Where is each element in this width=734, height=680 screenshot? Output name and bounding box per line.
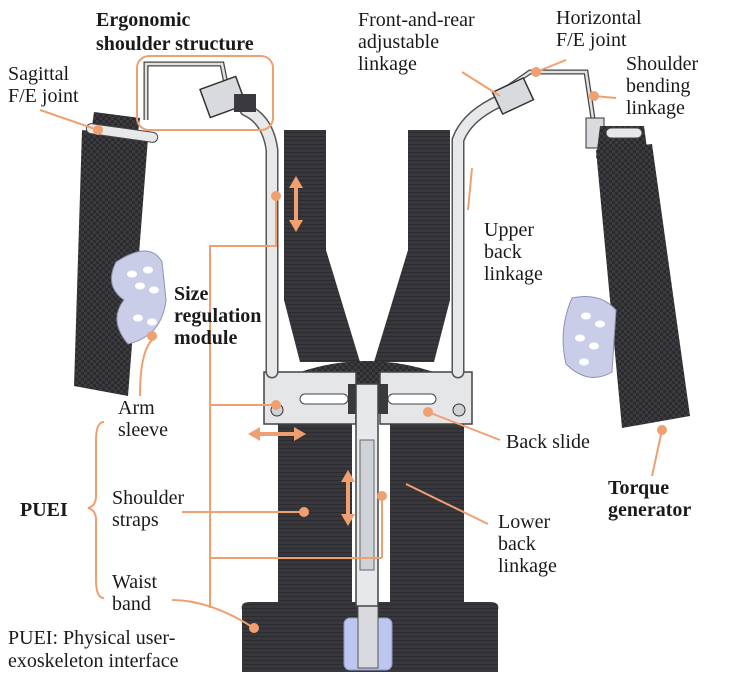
- dot-waist-band: [249, 623, 259, 633]
- right-slot: [387, 393, 437, 405]
- label-shoulder-bending: Shoulder bending linkage: [626, 53, 703, 119]
- right-sleeve-body: [562, 296, 617, 378]
- sleeve-hole: [133, 314, 143, 322]
- dot-shoulder-straps: [299, 507, 309, 517]
- left-arm-sleeve: [111, 250, 167, 345]
- annotation-lines: [39, 55, 663, 629]
- left-shoulder-structure: [143, 61, 256, 120]
- lower-back-linkage-end: [357, 605, 379, 669]
- dot-back-slide: [423, 407, 433, 417]
- sleeve-hole: [575, 334, 585, 342]
- sleeve-hole: [143, 266, 153, 274]
- shoulder-straps: [278, 130, 464, 610]
- left-tube: [241, 105, 277, 377]
- dot-size-regulation-top: [271, 191, 281, 201]
- horizontal-leader: [535, 59, 567, 73]
- label-shoulder-straps: Shoulder straps: [112, 487, 189, 531]
- label-upper-back: Upper back linkage: [484, 219, 543, 285]
- sleeve-hole: [135, 282, 145, 290]
- left-sagittal-pin: [85, 123, 159, 143]
- dot-sagittal: [93, 125, 103, 135]
- puei-brace: [87, 421, 105, 599]
- left-horizontal-linkage-inner: [144, 62, 228, 120]
- right-generator-body: [596, 144, 690, 428]
- label-puei-definition: PUEI: Physical user- exoskeleton interfa…: [8, 627, 180, 672]
- sleeve-hole: [127, 270, 137, 278]
- lower-linkage-inner: [359, 439, 375, 571]
- dot-shoulder-bending: [589, 91, 599, 101]
- right-shoulder-structure: [491, 69, 605, 149]
- labels: Ergonomic shoulder structure Sagittal F/…: [8, 7, 703, 672]
- lower-back-linkage: [355, 383, 379, 607]
- vertical-arrow-upper-head-bottom: [289, 220, 303, 232]
- upper-back-leader: [467, 167, 473, 211]
- label-waist-band: Waist band: [112, 571, 162, 615]
- annotation-dots: [93, 67, 667, 633]
- ergonomic-highlight-box: [136, 55, 274, 131]
- dot-horizontal: [531, 67, 541, 77]
- arm-sleeve-leader: [139, 339, 153, 397]
- lower-back-leader: [405, 483, 489, 525]
- sleeve-hole: [579, 358, 589, 366]
- front-rear-leader: [461, 71, 501, 97]
- sleeve-hole: [581, 312, 591, 320]
- back-slide-assembly: [263, 361, 473, 425]
- vertical-arrow-lower-head-top: [341, 470, 355, 482]
- right-joint-block: [491, 76, 535, 116]
- right-arm-sleeve: [562, 296, 617, 378]
- right-bolt: [452, 403, 466, 417]
- vertical-arrow-upper-head-top: [289, 176, 303, 188]
- horizontal-arrow-head-right: [294, 427, 306, 441]
- label-front-rear: Front-and-rear adjustable linkage: [358, 9, 480, 75]
- label-back-slide: Back slide: [506, 431, 590, 453]
- dot-size-regulation-low: [377, 491, 387, 501]
- left-slot: [299, 393, 349, 405]
- label-horizontal: Horizontal F/E joint: [556, 7, 647, 51]
- vertical-arrow-lower-head-bottom: [341, 514, 355, 526]
- back-slide-leader: [427, 411, 501, 441]
- right-sagittal-pin: [605, 127, 643, 139]
- left-lower-strap: [278, 420, 352, 610]
- sagittal-leader: [39, 109, 99, 131]
- label-puei: PUEI: [20, 499, 68, 521]
- left-upper-strap: [284, 130, 360, 362]
- label-lower-back: Lower back linkage: [498, 511, 557, 577]
- label-arm-sleeve: Arm sleeve: [118, 397, 168, 441]
- dot-torque-generator: [657, 425, 667, 435]
- sleeve-hole: [147, 318, 157, 326]
- right-torque-generator: [596, 126, 690, 428]
- size-regulation-bracket: [209, 196, 277, 608]
- right-upper-strap: [374, 130, 450, 362]
- motion-arrows: [248, 176, 355, 526]
- label-size-regulation: Size regulation module: [174, 283, 266, 349]
- horizontal-arrow-head-left: [248, 427, 260, 441]
- dot-size-regulation-mid: [271, 400, 281, 410]
- label-sagittal: Sagittal F/E joint: [8, 63, 79, 107]
- sleeve-hole: [589, 342, 599, 350]
- waist-band: [241, 602, 499, 672]
- dot-arm-sleeve: [147, 331, 157, 341]
- left-joint-cap: [234, 94, 256, 112]
- label-torque-generator: Torque generator: [608, 477, 691, 521]
- torque-generator-leader: [651, 429, 663, 477]
- sleeve-hole: [595, 320, 605, 328]
- right-lower-strap: [390, 420, 464, 610]
- label-ergonomic: Ergonomic shoulder structure: [96, 9, 254, 55]
- sleeve-hole: [149, 286, 159, 294]
- waist-band-leader: [171, 599, 255, 629]
